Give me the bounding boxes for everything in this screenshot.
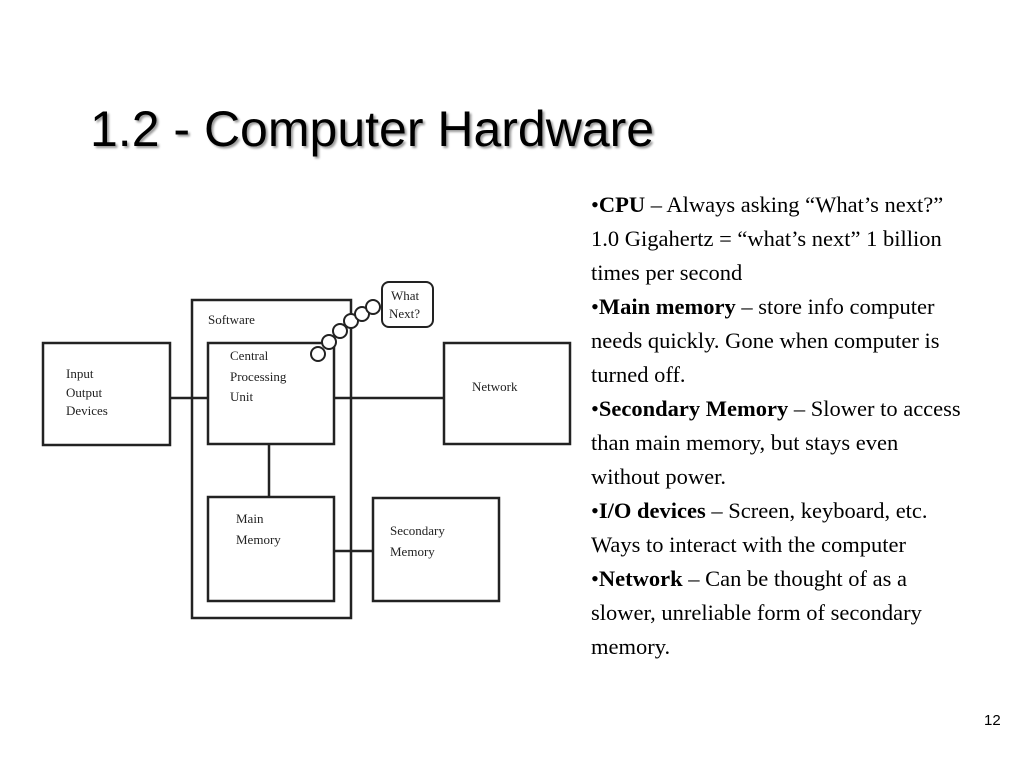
bullet-term: Secondary Memory [598, 396, 789, 421]
slide-title: 1.2 - Computer Hardware [90, 101, 655, 157]
bullet-term: Network [598, 566, 683, 591]
io-devices-box: Input Output Devices [41, 341, 172, 447]
cpu-label-line-2: Processing [230, 369, 287, 384]
bullet-term: I/O devices [598, 498, 706, 523]
bullet-secondary-memory: •Secondary Memory – Slower to access tha… [591, 396, 961, 489]
software-box: Software [190, 298, 353, 620]
bullet-description: – store info computer needs quickly. Gon… [591, 294, 940, 387]
bullet-cpu: •CPU – Always asking “What’s next?” 1.0 … [591, 192, 944, 285]
thought-bubble-chain [310, 299, 381, 362]
io-label-line-3: Devices [66, 403, 108, 418]
main-memory-box: Main Memory [206, 495, 336, 603]
thought-bubble-line-1: What [391, 288, 420, 303]
software-label: Software [208, 312, 255, 327]
cpu-label-line-1: Central [230, 348, 269, 363]
thought-bubble: What Next? [381, 281, 434, 328]
bullet-list: •CPU – Always asking “What’s next?” 1.0 … [591, 188, 971, 664]
io-label-line-2: Output [66, 385, 103, 400]
bullet-main-memory: •Main memory – store info computer needs… [591, 294, 940, 387]
secondary-memory-label-line-1: Secondary [390, 523, 445, 538]
bullet-term: CPU [598, 192, 646, 217]
thought-bubble-line-2: Next? [389, 306, 420, 321]
secondary-memory-box: Secondary Memory [371, 496, 501, 603]
secondary-memory-label-line-2: Memory [390, 544, 435, 559]
bullet-term: Main memory [598, 294, 736, 319]
bullet-description: – Always asking “What’s next?” 1.0 Gigah… [591, 192, 944, 285]
io-label-line-1: Input [66, 366, 94, 381]
main-memory-label-line-1: Main [236, 511, 264, 526]
bullet-network: •Network – Can be thought of as a slower… [591, 566, 922, 659]
cpu-label-line-3: Unit [230, 389, 254, 404]
bullet-description: – Slower to access than main memory, but… [591, 396, 961, 489]
bullet-description: – Can be thought of as a slower, unrelia… [591, 566, 922, 659]
bullet-io-devices: •I/O devices – Screen, keyboard, etc. Wa… [591, 498, 928, 557]
network-label: Network [472, 379, 518, 394]
main-memory-label-line-2: Memory [236, 532, 281, 547]
network-box: Network [442, 341, 572, 446]
bullet-description: – Screen, keyboard, etc. Ways to interac… [591, 498, 928, 557]
page-number: 12 [984, 712, 1001, 729]
